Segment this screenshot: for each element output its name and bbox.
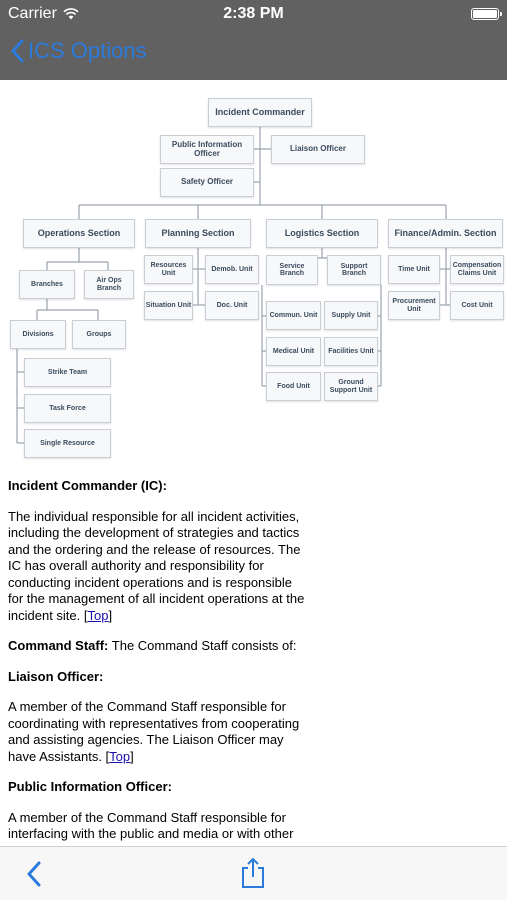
share-button[interactable] bbox=[240, 857, 266, 894]
top-link[interactable]: Top bbox=[109, 748, 131, 764]
safety-officer-box: Safety Officer bbox=[160, 168, 254, 197]
time-unit-box: Time Unit bbox=[388, 255, 440, 284]
ic-body-paragraph: The individual responsible for all incid… bbox=[8, 509, 308, 625]
operations-section-box: Operations Section bbox=[23, 219, 135, 248]
ground-support-unit-box: Ground Support Unit bbox=[324, 372, 378, 401]
chevron-left-icon bbox=[27, 861, 41, 887]
battery-icon bbox=[471, 8, 502, 20]
toolbar-back-button[interactable] bbox=[26, 861, 42, 892]
commun-unit-box: Commun. Unit bbox=[266, 301, 321, 330]
ic-heading-paragraph: Incident Commander (IC): bbox=[8, 478, 308, 495]
carrier-group: Carrier bbox=[8, 5, 79, 23]
command-staff-body: The Command Staff consists of: bbox=[108, 638, 297, 653]
air-ops-branch-box: Air Ops Branch bbox=[84, 270, 134, 299]
procurement-unit-box: Procurement Unit bbox=[388, 291, 440, 320]
carrier-label: Carrier bbox=[8, 5, 57, 22]
top-link[interactable]: Top bbox=[87, 607, 109, 623]
supply-unit-box: Supply Unit bbox=[324, 301, 378, 330]
bracket-close: ] bbox=[108, 607, 113, 623]
liaison-heading-paragraph: Liaison Officer: bbox=[8, 669, 308, 686]
command-staff-paragraph: Command Staff: The Command Staff consist… bbox=[8, 638, 308, 655]
resources-unit-box: Resources Unit bbox=[144, 255, 193, 284]
nav-back-label: ICS Options bbox=[28, 38, 147, 63]
single-resource-box: Single Resource bbox=[24, 429, 111, 458]
top-chrome: Carrier 2:38 PM ICS Options bbox=[0, 0, 507, 80]
ic-heading: Incident Commander (IC): bbox=[8, 478, 167, 493]
strike-team-box: Strike Team bbox=[24, 358, 111, 387]
doc-unit-box: Doc. Unit bbox=[205, 291, 259, 320]
bottom-toolbar bbox=[0, 846, 507, 900]
pio-heading-paragraph: Public Information Officer: bbox=[8, 779, 308, 796]
service-branch-box: Service Branch bbox=[266, 255, 318, 285]
status-bar: Carrier 2:38 PM bbox=[0, 0, 507, 28]
cost-unit-box: Cost Unit bbox=[450, 291, 504, 320]
support-branch-box: Support Branch bbox=[327, 255, 381, 285]
content-area[interactable]: Incident Commander Public Information Of… bbox=[0, 80, 507, 846]
planning-section-box: Planning Section bbox=[145, 219, 251, 248]
groups-box: Groups bbox=[72, 320, 126, 349]
ics-org-chart: Incident Commander Public Information Of… bbox=[0, 80, 507, 470]
medical-unit-box: Medical Unit bbox=[266, 337, 321, 366]
facilities-unit-box: Facilities Unit bbox=[324, 337, 378, 366]
liaison-heading: Liaison Officer: bbox=[8, 668, 104, 684]
task-force-box: Task Force bbox=[24, 394, 111, 423]
divisions-box: Divisions bbox=[10, 320, 66, 349]
command-staff-heading: Command Staff: bbox=[8, 638, 109, 653]
pio-body-paragraph: A member of the Command Staff responsibl… bbox=[8, 810, 308, 843]
finance-admin-section-box: Finance/Admin. Section bbox=[388, 219, 503, 248]
incident-commander-box: Incident Commander bbox=[208, 98, 312, 127]
liaison-officer-box: Liaison Officer bbox=[271, 135, 365, 164]
article-body: Incident Commander (IC): The individual … bbox=[8, 478, 308, 846]
bracket-close: ] bbox=[130, 748, 134, 764]
compensation-claims-unit-box: Compensation Claims Unit bbox=[450, 255, 504, 284]
logistics-section-box: Logistics Section bbox=[266, 219, 378, 248]
nav-back-button[interactable]: ICS Options bbox=[10, 38, 147, 64]
situation-unit-box: Situation Unit bbox=[144, 291, 193, 320]
share-icon bbox=[242, 858, 264, 888]
navigation-bar: ICS Options bbox=[0, 30, 507, 78]
public-information-officer-box: Public Information Officer bbox=[160, 135, 254, 164]
branches-box: Branches bbox=[19, 270, 75, 299]
liaison-body: A member of the Command Staff responsibl… bbox=[8, 699, 300, 764]
food-unit-box: Food Unit bbox=[266, 372, 321, 401]
chevron-left-icon bbox=[11, 39, 24, 63]
pio-heading: Public Information Officer: bbox=[8, 779, 172, 794]
clock: 2:38 PM bbox=[223, 5, 284, 22]
liaison-body-paragraph: A member of the Command Staff responsibl… bbox=[8, 699, 308, 765]
ic-body: The individual responsible for all incid… bbox=[8, 508, 305, 623]
pio-body: A member of the Command Staff responsibl… bbox=[8, 809, 294, 842]
demob-unit-box: Demob. Unit bbox=[205, 255, 259, 284]
wifi-icon bbox=[63, 8, 79, 20]
